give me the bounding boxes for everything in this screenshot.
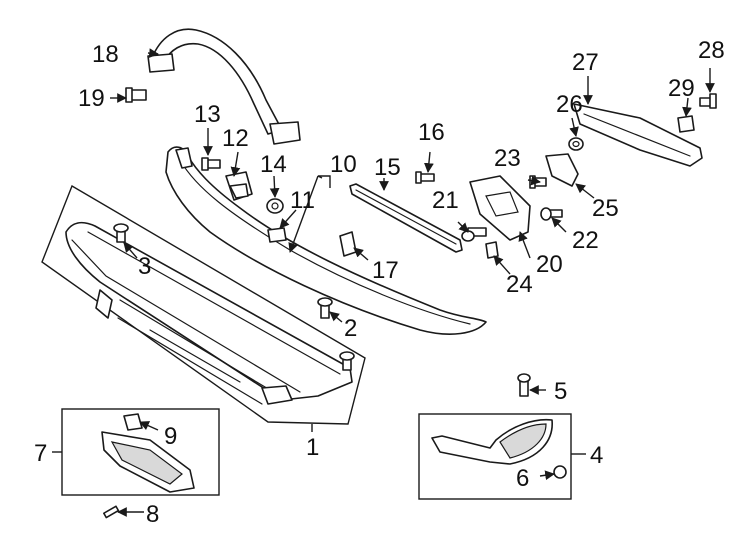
callout-26: 26	[556, 91, 583, 118]
part-7-bracket	[101, 431, 195, 493]
part-3-bolt	[113, 223, 129, 243]
part-28-bolt	[699, 93, 717, 109]
part-24-clip	[485, 241, 499, 259]
part-4-bracket	[431, 418, 553, 465]
part-27-bar	[573, 103, 703, 167]
callout-14: 14	[260, 151, 287, 178]
callout-12: 12	[222, 125, 249, 152]
callout-1: 1	[306, 434, 319, 461]
callout-18: 18	[92, 41, 119, 68]
callout-6: 6	[516, 465, 529, 492]
part-16-bolt	[415, 171, 435, 184]
callout-22: 22	[572, 227, 599, 254]
callout-24: 24	[506, 271, 533, 298]
part-8-pin	[103, 505, 120, 519]
part-2-bolt	[317, 297, 333, 319]
callout-16: 16	[418, 119, 445, 146]
part-5-bolt	[517, 373, 531, 397]
tow-hoop	[147, 28, 301, 145]
callout-3: 3	[138, 253, 151, 280]
part-20-bracket	[469, 175, 531, 241]
leader-lines	[52, 48, 715, 517]
callout-4: 4	[590, 442, 603, 469]
callout-2: 2	[344, 315, 357, 342]
callout-9: 9	[164, 423, 177, 450]
callout-28: 28	[698, 37, 725, 64]
callout-8: 8	[146, 501, 159, 528]
center-bolt	[339, 351, 355, 371]
callout-27: 27	[572, 49, 599, 76]
part-22-bolt	[540, 207, 563, 221]
part-4-box	[418, 413, 572, 500]
part-1-group-outline	[41, 184, 366, 425]
callout-7: 7	[34, 440, 47, 467]
callout-21: 21	[432, 187, 459, 214]
part-15-strip	[349, 183, 463, 253]
bumper-reinforcement	[65, 221, 353, 405]
callout-20: 20	[536, 251, 563, 278]
callouts: 1 2 3 4 5 6 7 8 9 10 11 12 13 14 15 16 1…	[34, 37, 725, 528]
callout-11: 11	[290, 187, 315, 214]
callout-29: 29	[668, 75, 695, 102]
part-19-bolt	[125, 87, 147, 103]
part-12-bracket	[225, 171, 253, 201]
part-14-nut	[266, 198, 284, 214]
part-11-clip	[267, 227, 287, 243]
callout-13: 13	[194, 101, 221, 128]
part-21-bolt	[461, 227, 487, 242]
callout-25: 25	[592, 195, 619, 222]
callout-17: 17	[372, 257, 399, 284]
part-9-clip	[123, 413, 143, 431]
callout-23: 23	[494, 145, 521, 172]
callout-10: 10	[330, 151, 357, 178]
callout-5: 5	[554, 378, 567, 405]
part-25-bracket	[545, 153, 579, 187]
part-6-nut	[553, 465, 567, 479]
part-26-nut	[568, 137, 584, 151]
callout-19: 19	[78, 85, 105, 112]
part-17-clip	[339, 231, 357, 257]
part-29-clip	[677, 115, 695, 133]
part-13-bolt	[201, 157, 221, 171]
bumper-strip	[165, 146, 487, 335]
callout-15: 15	[374, 154, 401, 181]
